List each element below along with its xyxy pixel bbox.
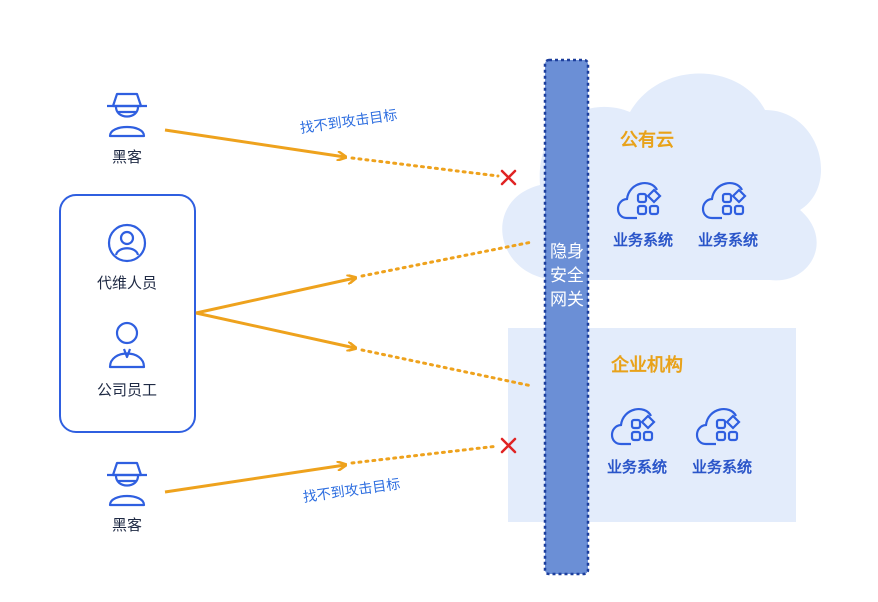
- service-label: 业务系统: [697, 231, 758, 249]
- arrow-hacker-top: [164, 128, 345, 157]
- cloud-app-icon: [695, 407, 741, 446]
- hacker-label: 黑客: [111, 516, 142, 534]
- employee-label: 公司员工: [96, 381, 157, 399]
- gateway-label: 隐身安全网关: [550, 242, 584, 310]
- arrow-hacker-bottom: [164, 465, 345, 494]
- hacker-icon: [107, 92, 147, 138]
- hacker-label: 黑客: [111, 148, 142, 166]
- arrow-maintainer: [195, 278, 355, 315]
- service-label: 业务系统: [606, 458, 667, 476]
- dotted-hacker-bottom: [350, 444, 500, 465]
- blocked-x-icon: [500, 169, 517, 186]
- blocked-x-icon: [500, 437, 517, 454]
- dotted-hacker-top: [350, 156, 500, 178]
- service-label: 业务系统: [691, 458, 752, 476]
- enterprise-title: 企业机构: [611, 355, 683, 376]
- hacker-icon: [107, 461, 147, 507]
- cloud-app-icon: [701, 181, 747, 220]
- dotted-employee: [360, 348, 534, 388]
- maintainer-label: 代维人员: [96, 274, 157, 292]
- service-label: 业务系统: [612, 231, 673, 249]
- dotted-maintainer: [360, 240, 534, 278]
- gateway-bar: [543, 58, 590, 576]
- employee-icon: [108, 321, 146, 369]
- public-cloud-title: 公有云: [620, 130, 674, 151]
- cloud-app-icon: [610, 407, 656, 446]
- arrow-employee: [195, 311, 355, 348]
- internal-users-group: [59, 194, 196, 433]
- user-icon: [107, 223, 147, 263]
- cloud-app-icon: [616, 181, 662, 220]
